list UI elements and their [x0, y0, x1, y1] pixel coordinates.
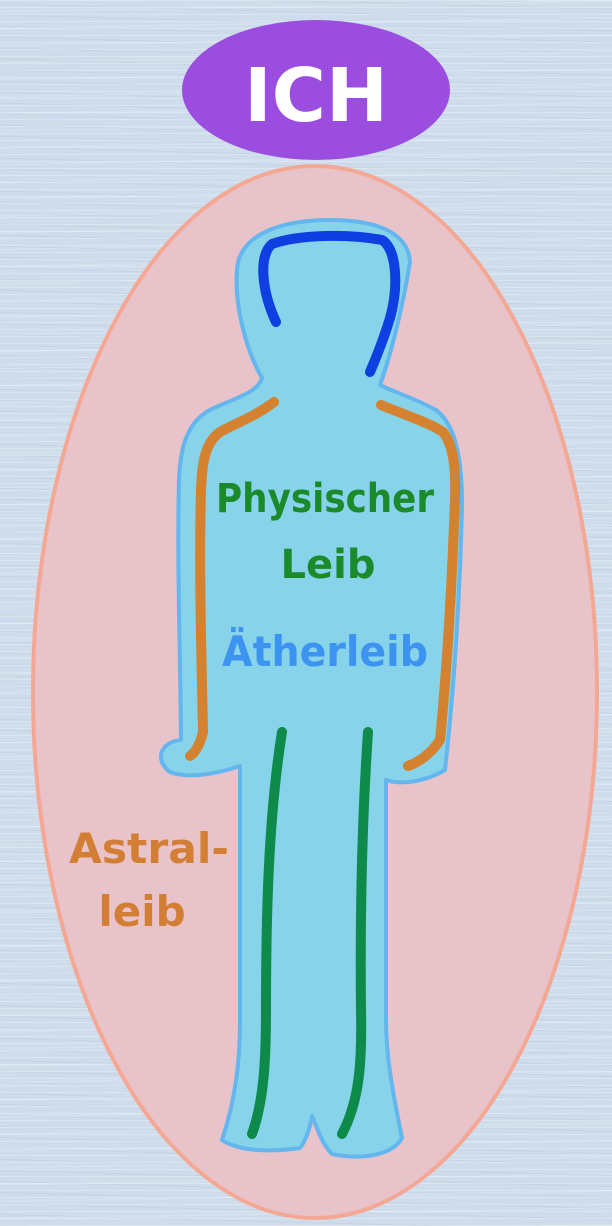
etheric-body-label: Ätherleib: [222, 626, 428, 676]
ego-label: ICH: [244, 53, 388, 139]
physical-body-label-line2: Leib: [281, 542, 376, 588]
physical-body-label-line1: Physischer: [216, 476, 434, 522]
astral-body-label-line1: Astral-: [69, 824, 229, 873]
astral-body-label-line2: leib: [98, 887, 185, 936]
